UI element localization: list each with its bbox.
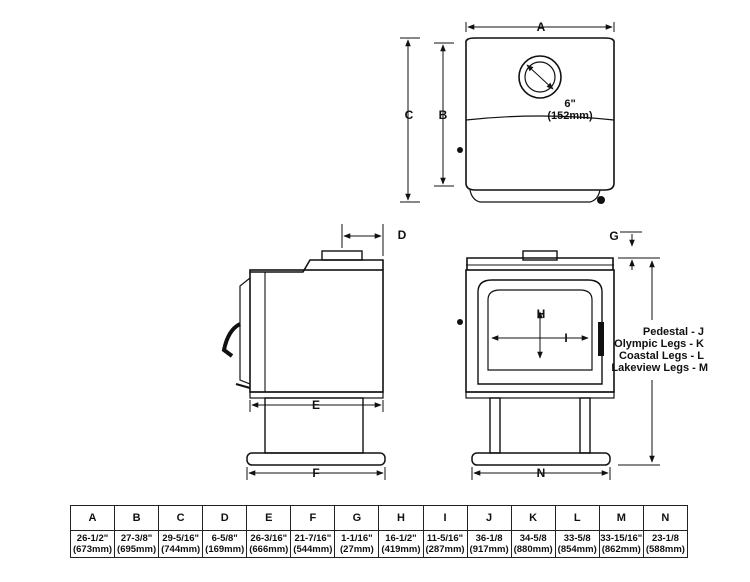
table-cell: 26-3/16"(666mm) (246, 530, 292, 558)
table-header: M (598, 505, 644, 531)
value-mm: (854mm) (557, 544, 597, 555)
table-cell: 29-5/16"(744mm) (158, 530, 204, 558)
value-inches: 1-1/16" (341, 533, 373, 544)
table-header: K (510, 505, 556, 531)
dim-label-b: B (439, 108, 448, 122)
side-view-dimensions (246, 224, 386, 480)
front-view (457, 250, 615, 466)
table-header: L (554, 505, 600, 531)
table-header: G (334, 505, 380, 531)
top-view-outline (465, 37, 615, 191)
table-cell: 27-3/8"(695mm) (114, 530, 160, 558)
dim-label-d: D (398, 228, 407, 242)
front-view-dimensions (471, 231, 660, 480)
value-inches: 21-7/16" (294, 533, 332, 544)
flue-collar (518, 55, 562, 99)
dim-label-f: F (312, 466, 319, 480)
value-inches: 26-3/16" (250, 533, 288, 544)
value-mm: (27mm) (340, 544, 374, 555)
value-mm: (695mm) (117, 544, 157, 555)
value-inches: 11-5/16" (426, 533, 464, 544)
value-mm: (419mm) (381, 544, 421, 555)
dimension-table-header-row: A B C D E F G H I J K L M N (69, 505, 689, 531)
table-cell: 16-1/2"(419mm) (378, 530, 424, 558)
stove-dimension-drawing: A C B 6" (152mm) D E F (221, 20, 708, 480)
value-inches: 6-5/8" (211, 533, 238, 544)
top-view-dimensions (400, 22, 615, 203)
value-mm: (169mm) (205, 544, 245, 555)
value-inches: 33-15/16" (600, 533, 643, 544)
side-view-base (246, 452, 386, 466)
value-mm: (880mm) (513, 544, 553, 555)
value-mm: (917mm) (469, 544, 509, 555)
table-cell: 6-5/8"(169mm) (202, 530, 248, 558)
flue-size-inch: 6" (564, 98, 575, 110)
dim-label-g: G (609, 229, 618, 243)
value-mm: (862mm) (601, 544, 641, 555)
glass-window (487, 289, 593, 371)
top-view (457, 37, 615, 204)
value-mm: (544mm) (293, 544, 333, 555)
value-mm: (673mm) (72, 544, 113, 555)
front-view-pedestal-right (579, 397, 591, 454)
door-outline (477, 279, 603, 385)
table-cell: 33-15/16"(862mm) (598, 530, 644, 558)
dim-label-e: E (312, 398, 320, 412)
dim-label-i: I (564, 331, 567, 345)
table-header: N (642, 505, 689, 531)
table-header: H (378, 505, 424, 531)
dimension-table: A B C D E F G H I J K L M N 26-1/2"(673m… (69, 505, 689, 558)
table-cell: 1-1/16"(27mm) (334, 530, 380, 558)
leg-label-coastal: Coastal Legs - L (619, 350, 704, 362)
value-inches: 36-1/8 (475, 533, 503, 544)
dim-label-c: C (405, 108, 414, 122)
value-mm: (744mm) (161, 544, 201, 555)
table-cell: 26-1/2"(673mm) (69, 530, 116, 558)
value-inches: 26-1/2" (76, 533, 109, 544)
table-cell: 34-5/8(880mm) (510, 530, 556, 558)
value-mm: (287mm) (425, 544, 465, 555)
table-header: I (422, 505, 468, 531)
table-cell: 36-1/8(917mm) (466, 530, 512, 558)
side-view (221, 250, 386, 466)
leg-label-lakeview: Lakeview Legs - M (611, 362, 708, 374)
table-header: E (246, 505, 292, 531)
value-inches: 33-5/8 (563, 533, 591, 544)
side-view-top (250, 259, 384, 273)
value-mm: (666mm) (249, 544, 289, 555)
dimension-table-value-row: 26-1/2"(673mm) 27-3/8"(695mm) 29-5/16"(7… (69, 530, 689, 558)
table-header: A (69, 505, 116, 531)
table-header: J (466, 505, 512, 531)
value-inches: 23-1/8 (651, 533, 679, 544)
value-inches: 16-1/2" (385, 533, 417, 544)
value-mm: (588mm) (645, 544, 685, 555)
front-view-pedestal-left (489, 397, 501, 454)
table-cell: 21-7/16"(544mm) (290, 530, 336, 558)
dim-label-n: N (537, 466, 546, 480)
side-view-body (249, 269, 384, 393)
value-inches: 29-5/16" (162, 533, 200, 544)
door-handle (221, 322, 242, 358)
dim-label-a: A (537, 20, 546, 34)
leg-label-olympic: Olympic Legs - K (614, 338, 704, 350)
front-view-base (471, 452, 611, 466)
value-inches: 27-3/8" (120, 533, 153, 544)
table-cell: 33-5/8(854mm) (554, 530, 600, 558)
table-cell: 23-1/8(588mm) (642, 530, 689, 558)
table-header: C (158, 505, 204, 531)
table-header: F (290, 505, 336, 531)
table-cell: 11-5/16"(287mm) (422, 530, 468, 558)
table-header: B (114, 505, 160, 531)
leg-label-pedestal: Pedestal - J (643, 326, 704, 338)
value-inches: 34-5/8 (519, 533, 547, 544)
table-header: D (202, 505, 248, 531)
flue-size-mm: (152mm) (547, 110, 593, 122)
dim-label-h: H (537, 307, 546, 321)
